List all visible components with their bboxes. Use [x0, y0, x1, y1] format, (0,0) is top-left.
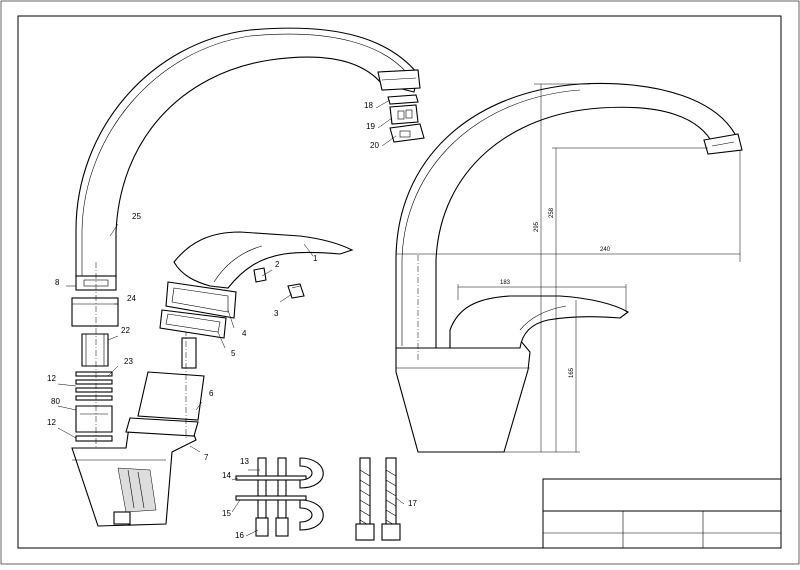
callout-18: 18 — [364, 101, 373, 110]
callout-12b: 12 — [47, 418, 56, 427]
callout-5: 5 — [231, 349, 236, 358]
assembled-view — [395, 82, 743, 453]
dim-183: 183 — [500, 280, 511, 286]
flex-hoses-part-17 — [355, 457, 401, 541]
washer-part-23 — [75, 371, 113, 377]
callout-20: 20 — [370, 141, 379, 150]
callout-4: 4 — [242, 329, 247, 338]
ring-part-5 — [159, 309, 227, 339]
dim-258: 258 — [549, 207, 555, 218]
nut-part-16 — [255, 517, 269, 537]
callout-25: 25 — [132, 212, 141, 221]
callout-7: 7 — [204, 453, 209, 462]
callout-6: 6 — [209, 389, 214, 398]
cartridge-part-6 — [137, 371, 205, 421]
callout-19: 19 — [366, 122, 375, 131]
callout-13: 13 — [240, 457, 249, 466]
cap-part-4 — [165, 281, 237, 319]
callout-15: 15 — [222, 509, 231, 518]
plug-part-3 — [287, 283, 305, 299]
dim-295: 295 — [534, 221, 540, 232]
dimension-lines — [395, 83, 741, 453]
bushing-part-22 — [81, 333, 109, 367]
cartridge-stem — [181, 337, 197, 369]
callout-17: 17 — [408, 499, 417, 508]
o-ring-12a — [75, 379, 113, 385]
lever-part-1 — [173, 231, 354, 289]
o-ring-12b — [75, 435, 113, 442]
callout-24: 24 — [127, 294, 136, 303]
dim-240: 240 — [600, 247, 611, 253]
leader-lines — [57, 99, 405, 537]
screw-part-2 — [253, 267, 267, 283]
callout-labels: 1 2 3 4 5 6 7 8 12 12 13 14 15 16 17 18 … — [47, 101, 417, 540]
callout-16: 16 — [235, 531, 244, 540]
inner-frame — [17, 15, 782, 549]
washer-part-14 — [235, 475, 307, 481]
exploded-view — [71, 27, 425, 541]
callout-1: 1 — [313, 254, 318, 263]
assembled-body — [395, 339, 531, 453]
adapter-part-80 — [75, 405, 113, 433]
callout-14: 14 — [222, 471, 231, 480]
callout-3: 3 — [274, 309, 279, 318]
horseshoe-plate-top — [299, 457, 324, 489]
callout-23: 23 — [124, 357, 133, 366]
title-block — [542, 478, 782, 549]
dimension-labels: 240 258 295 183 165 — [500, 207, 611, 378]
callout-12a: 12 — [47, 374, 56, 383]
callout-2: 2 — [275, 260, 280, 269]
stud-part-13 — [257, 457, 267, 519]
horseshoe-plate-bottom — [299, 499, 324, 531]
callout-8: 8 — [55, 278, 60, 287]
sleeve-part-24 — [71, 297, 119, 327]
aerator-ring-18 — [387, 94, 419, 105]
dim-165: 165 — [569, 367, 575, 378]
aerator-cap-20 — [389, 123, 425, 143]
callout-22: 22 — [121, 326, 130, 335]
assembled-lever — [449, 295, 629, 349]
plate-part-15 — [235, 495, 307, 501]
callout-80: 80 — [51, 397, 60, 406]
